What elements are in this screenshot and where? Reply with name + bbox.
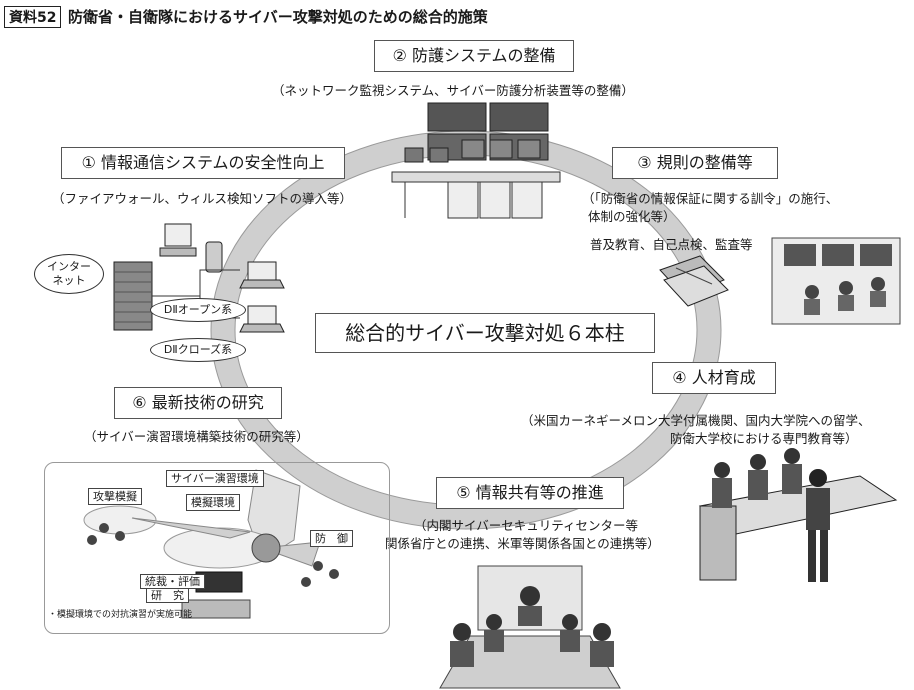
page-title: 防衛省・自衛隊におけるサイバー攻撃対処のための総合的施策	[68, 8, 488, 26]
pillar-5-note-1: （内閣サイバーセキュリティセンター等	[414, 518, 639, 533]
attack-sim-label: 攻撃模擬	[88, 488, 142, 505]
pillar-3-note-3: 普及教育、自己点検、監査等	[590, 237, 753, 252]
open-network-label: DⅡオープン系	[150, 298, 246, 322]
control-label: 統裁・評価	[140, 574, 205, 589]
center-title: 総合的サイバー攻撃対処６本柱	[315, 313, 655, 353]
pillar-4-label: ④ 人材育成	[652, 362, 776, 394]
pillar-3-note-1: （「防衛省の情報保証に関する訓令」の施行、	[582, 191, 839, 206]
pillar-5-label: ⑤ 情報共有等の推進	[436, 477, 624, 509]
pillar-4-note-1: （米国カーネギーメロン大学付属機関、国内大学院への留学、	[521, 413, 871, 428]
pillar-5-note-2: 関係省庁との連携、米軍等関係各国との連携等）	[385, 536, 660, 551]
regulation-books-illustration	[659, 255, 729, 307]
exercise-environment-panel	[44, 462, 390, 634]
closed-network-label: DⅡクローズ系	[150, 338, 246, 362]
internet-label: インター ネット	[34, 254, 104, 294]
pillar-1-note: （ファイアウォール、ウィルス検知ソフトの導入等）	[52, 191, 353, 206]
pillar-1-label: ① 情報通信システムの安全性向上	[61, 147, 345, 179]
monitoring-console-illustration	[391, 102, 561, 219]
pillar-6-note: （サイバー演習環境構築技術の研究等）	[84, 429, 309, 444]
pillar-4-note-2: 防衛大学校における専門教育等）	[670, 431, 858, 446]
exercise-env-label: サイバー演習環境	[166, 470, 264, 487]
exercise-illustration	[83, 469, 339, 619]
exercise-footnote: ・模擬環境での対抗演習が実施可能	[48, 610, 193, 620]
audit-room-illustration	[771, 237, 901, 325]
pillar-3-label: ③ 規則の整備等	[612, 147, 778, 179]
sim-env-label: 模擬環境	[186, 494, 240, 511]
defense-label: 防 御	[310, 530, 353, 547]
document-tag: 資料52	[4, 6, 62, 28]
pillar-3-note-2: 体制の強化等）	[588, 209, 676, 224]
pillar-6-label: ⑥ 最新技術の研究	[114, 387, 282, 419]
classroom-illustration	[698, 448, 898, 582]
pillar-2-note: （ネットワーク監視システム、サイバー防護分析装置等の整備）	[272, 83, 634, 98]
research-label: 研 究	[146, 588, 189, 603]
conference-illustration	[439, 565, 621, 689]
pillar-2-label: ② 防護システムの整備	[374, 40, 574, 72]
